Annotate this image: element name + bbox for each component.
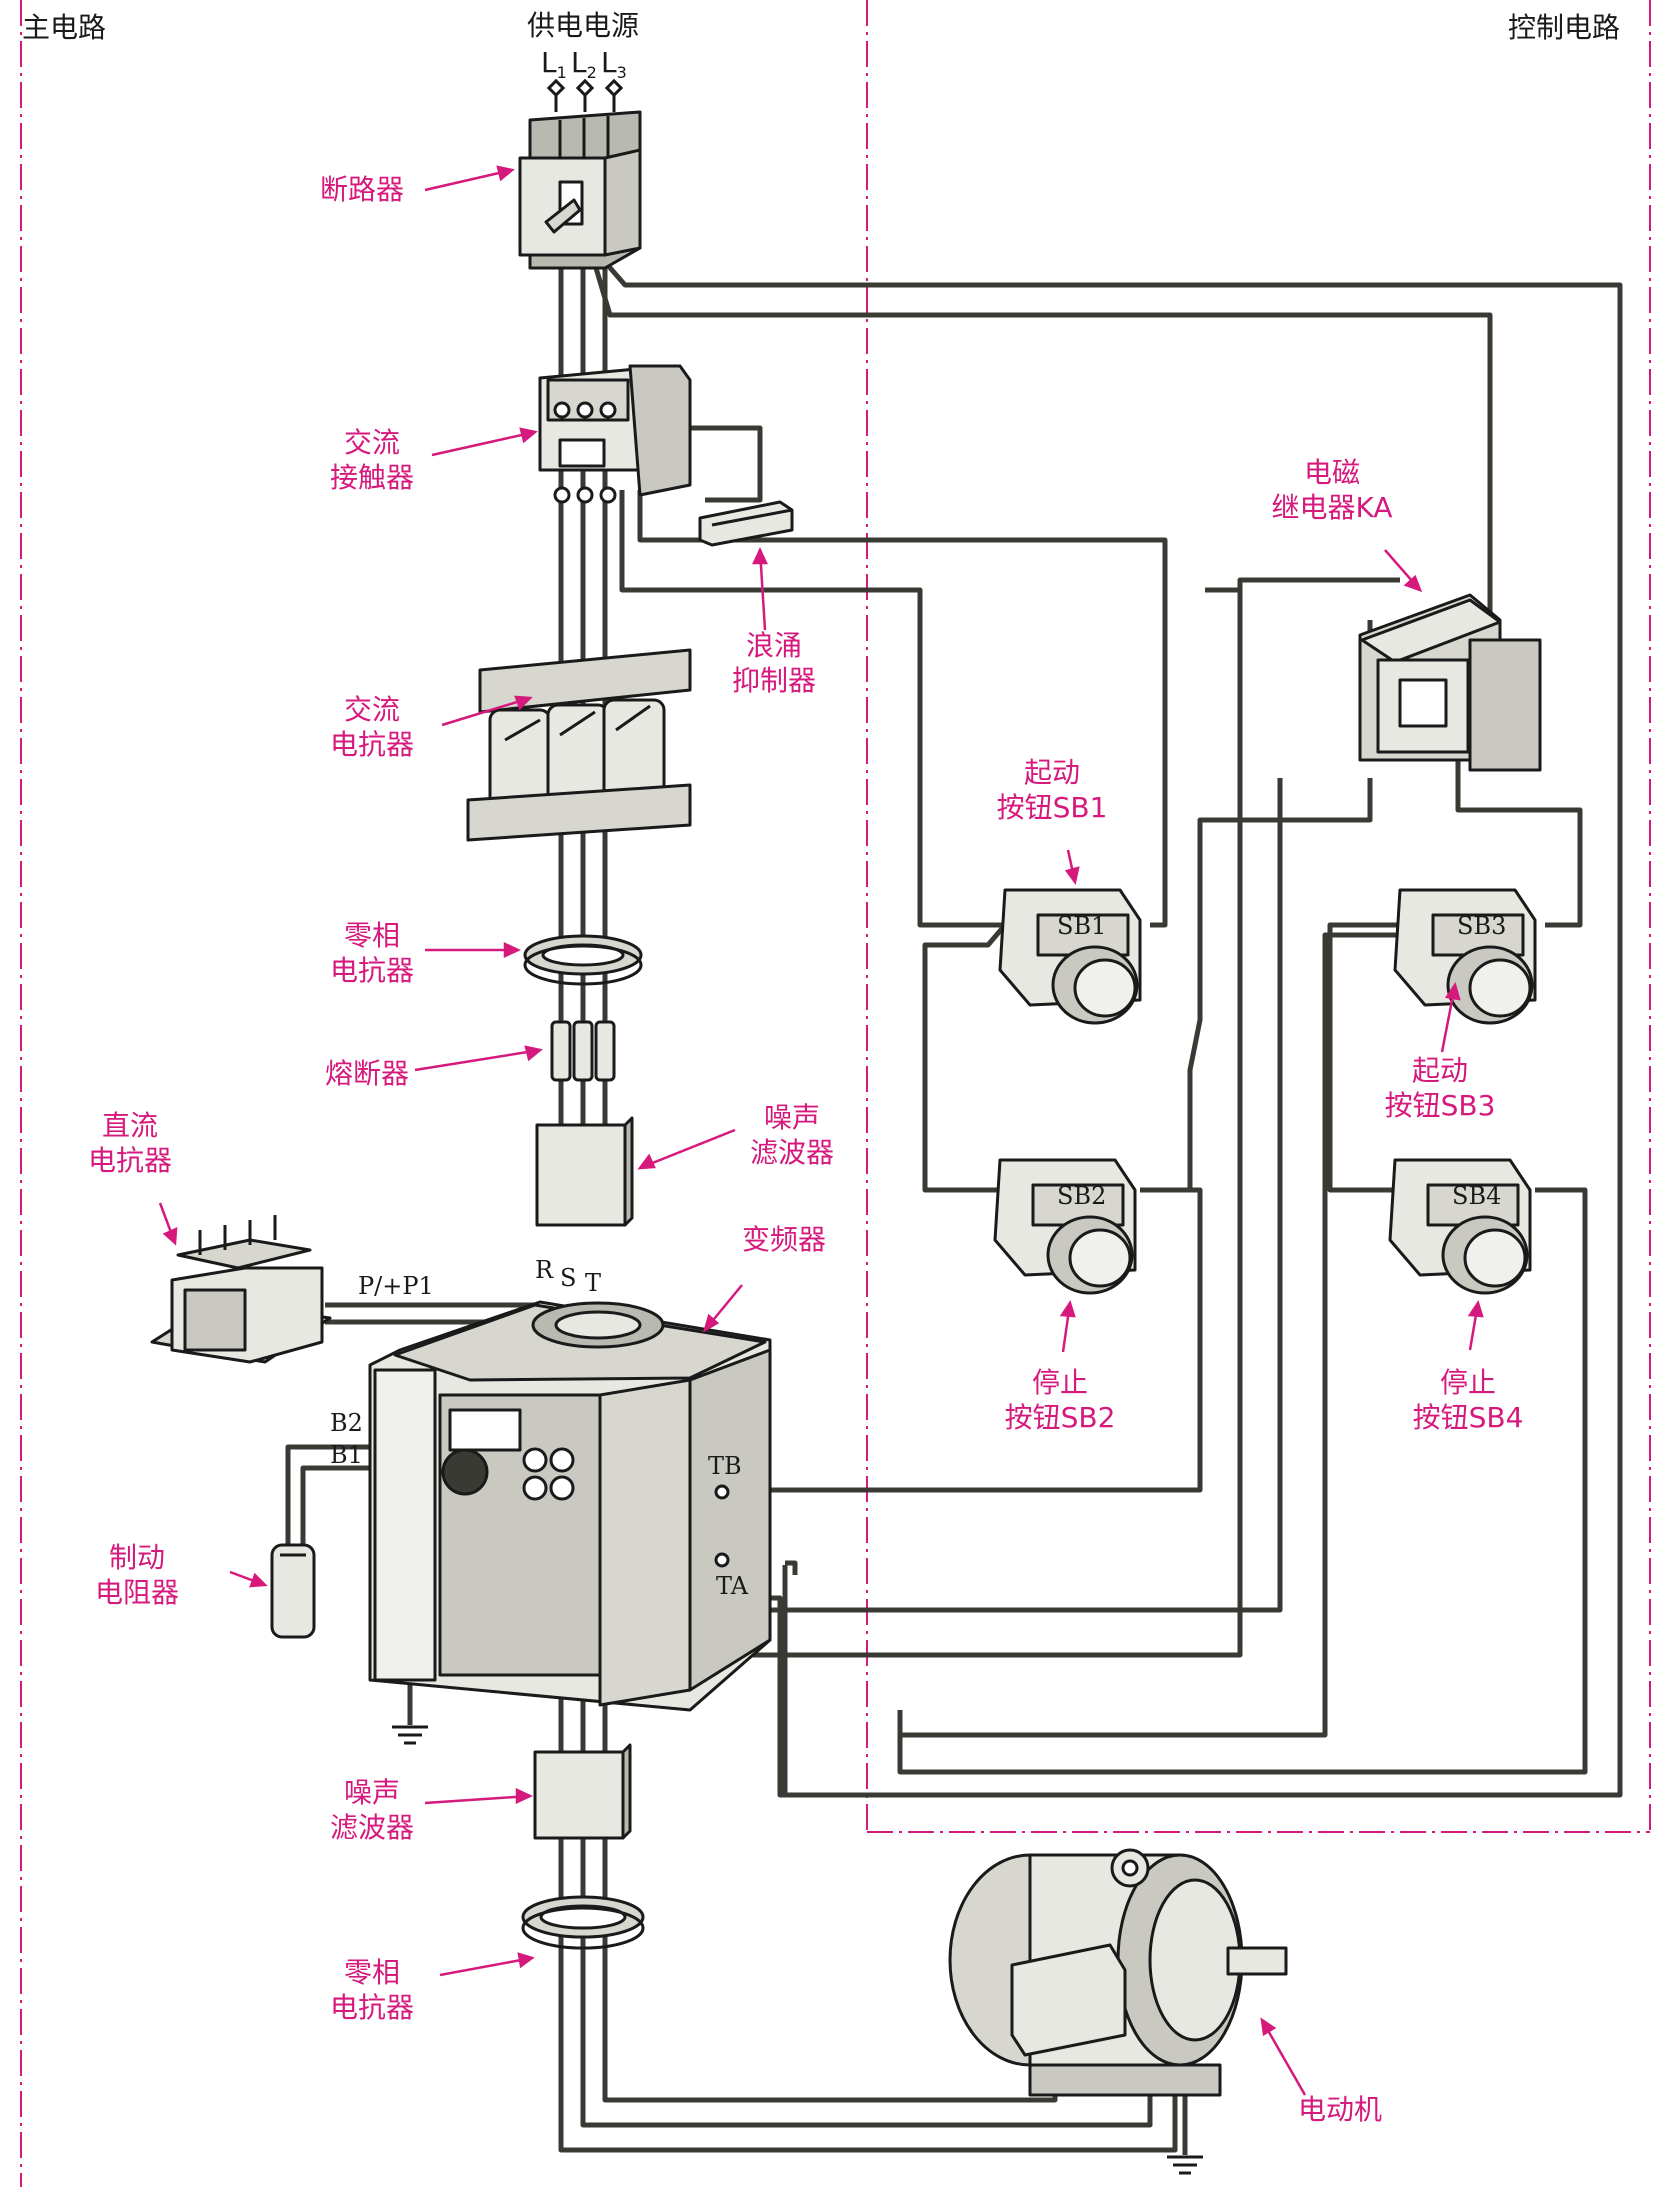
zero-phase-reactor-bottom [521,1895,645,1950]
noise-filter-bottom [533,1743,632,1840]
terminal-p-p1: P/+P1 [358,1272,434,1300]
label-stop-sb2-1: 停止 [1031,1366,1089,1399]
push-button-sb4 [1388,1158,1532,1295]
button-plate-sb4: SB4 [1452,1182,1502,1210]
label-start-sb1-2: 按钮SB1 [996,791,1108,824]
inverter [368,1300,772,1712]
terminal-ta: TA [716,1572,749,1600]
terminal-tb: TB [708,1452,742,1480]
label-noise-filter-bottom-1: 噪声 [343,1776,401,1809]
region-label-control-circuit: 控制电路 [1508,11,1621,44]
button-plate-sb1: SB1 [1057,912,1107,940]
label-fuse: 熔断器 [325,1057,410,1090]
label-start-sb3-2: 按钮SB3 [1384,1089,1496,1122]
label-dc-reactor-2: 电抗器 [87,1144,173,1177]
label-noise-filter-top-2: 滤波器 [749,1136,835,1169]
label-surge-suppressor-1: 浪涌 [745,629,803,662]
leader-arrows [158,165,1484,2096]
push-button-sb1 [998,888,1142,1025]
push-button-sb2 [993,1158,1137,1295]
label-zero-phase-reactor-top-1: 零相 [343,919,401,952]
label-stop-sb4-2: 按钮SB4 [1412,1401,1524,1434]
power-supply-label: 供电电源 [526,9,640,42]
label-zero-phase-reactor-bottom-2: 电抗器 [329,1991,415,2024]
label-stop-sb2-2: 按钮SB2 [1004,1401,1116,1434]
label-dc-reactor-1: 直流 [101,1109,159,1142]
label-start-sb1-1: 起动 [1023,756,1081,789]
label-ac-reactor-1: 交流 [343,693,401,726]
push-button-sb3 [1393,888,1537,1025]
label-motor: 电动机 [1298,2093,1383,2126]
label-braking-resistor-1: 制动 [108,1541,166,1574]
label-relay-ka-2: 继电器KA [1271,491,1393,524]
label-zero-phase-reactor-top-2: 电抗器 [329,954,415,987]
label-noise-filter-bottom-2: 滤波器 [329,1811,415,1844]
terminal-s: S [560,1264,577,1292]
phase-label-l2: L2 [571,46,597,82]
label-ac-contactor-1: 交流 [343,426,401,459]
ac-reactor [466,648,692,842]
button-plate-sb3: SB3 [1457,912,1507,940]
button-plate-sb2: SB2 [1057,1182,1107,1210]
relay-ka [1358,593,1542,772]
zero-phase-reactor-top [523,934,643,986]
label-braking-resistor-2: 电阻器 [94,1576,180,1609]
terminal-t: T [585,1269,602,1297]
region-dividers [20,0,1651,2187]
label-zero-phase-reactor-bottom-1: 零相 [343,1956,401,1989]
motor [948,1848,1288,2097]
fuses [550,1020,616,1082]
label-start-sb3-1: 起动 [1411,1054,1469,1087]
label-ac-reactor-2: 电抗器 [329,728,415,761]
region-label-main-circuit: 主电路 [22,11,107,44]
braking-resistor [270,1543,316,1639]
terminal-b1: B1 [330,1441,363,1469]
label-stop-sb4-1: 停止 [1439,1366,1497,1399]
supply-terminals [546,78,624,112]
noise-filter-top [535,1116,634,1227]
surge-suppressor [698,500,794,547]
circuit-breaker [518,110,642,270]
label-surge-suppressor-2: 抑制器 [731,664,817,697]
terminal-r: R [535,1256,554,1284]
label-relay-ka-1: 电磁 [1303,456,1361,489]
label-noise-filter-top-1: 噪声 [763,1101,821,1134]
ground-symbol [392,1725,1203,2175]
label-breaker: 断路器 [320,173,405,206]
phase-label-l3: L3 [601,46,627,82]
phase-label-l1: L1 [541,46,567,82]
label-ac-contactor-2: 接触器 [329,461,415,494]
dc-reactor [150,1215,332,1364]
terminal-b2: B2 [330,1409,363,1437]
label-inverter: 变频器 [742,1223,827,1256]
ac-contactor [538,364,692,504]
